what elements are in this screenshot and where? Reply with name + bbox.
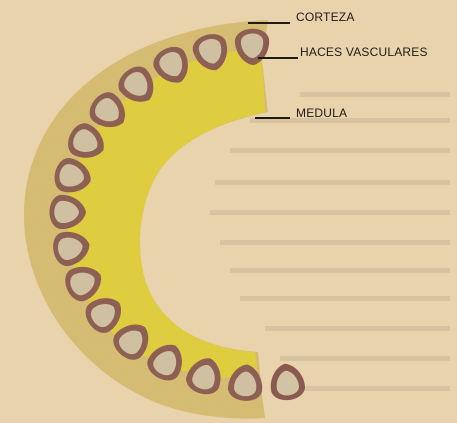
corteza-label: CORTEZA	[296, 10, 355, 24]
cortex-texture	[24, 20, 268, 419]
haces-vasculares-leader-line	[258, 57, 298, 59]
medula-leader-line	[255, 117, 290, 119]
background-text-lines	[210, 92, 450, 391]
vascular-bundle	[268, 362, 307, 403]
corteza-leader-line	[248, 22, 290, 24]
medula-label: MEDULA	[296, 106, 347, 120]
haces-vasculares-label: HACES VASCULARES	[300, 45, 428, 59]
